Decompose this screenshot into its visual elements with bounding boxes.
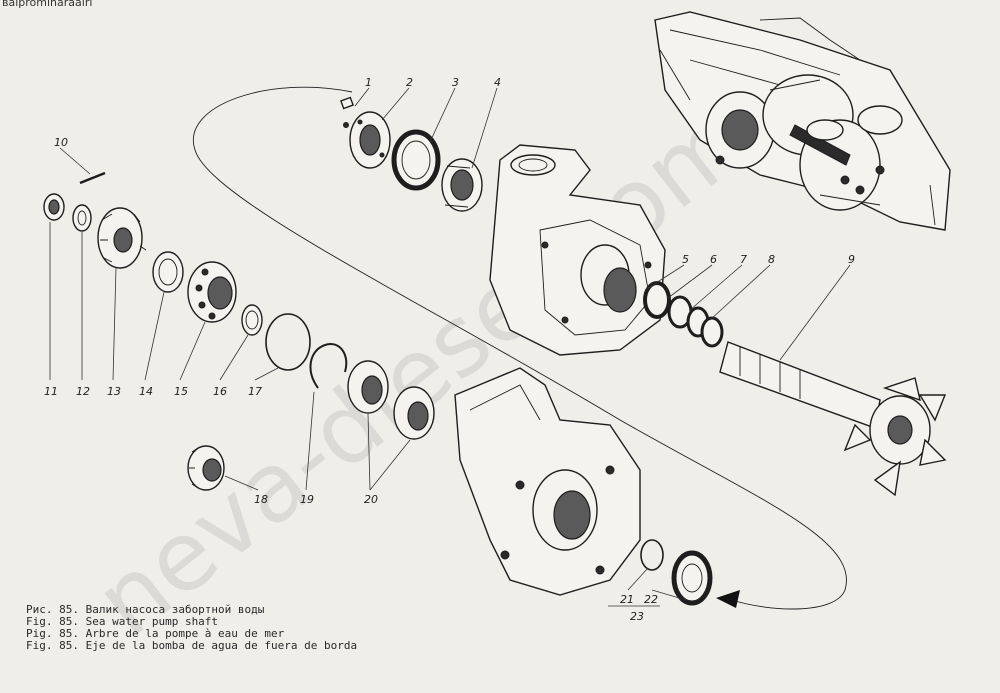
callout-19: 19	[300, 493, 314, 506]
leader-lines	[49, 87, 851, 607]
part-21-ring	[640, 539, 664, 571]
callout-18: 18	[254, 493, 268, 506]
callout-12: 12	[76, 385, 90, 398]
callout-6: 6	[710, 253, 717, 266]
callout-16: 16	[213, 385, 227, 398]
caption-line-es: Fig. 85. Eje de la bomba de agua de fuer…	[26, 639, 358, 652]
callout-14: 14	[139, 385, 153, 398]
part-3-seal-ring	[391, 129, 441, 191]
callout-17: 17	[248, 385, 262, 398]
assembly-loop-line	[192, 86, 847, 610]
callout-3: 3	[452, 76, 459, 89]
part-9-shaft-impeller	[719, 341, 947, 497]
part-2-flange-plate	[349, 111, 391, 169]
part-17-ring	[265, 313, 311, 371]
callout-13: 13	[107, 385, 121, 398]
part-12-washer	[72, 204, 92, 232]
callout-8: 8	[768, 253, 775, 266]
callout-15: 15	[174, 385, 188, 398]
callout-23: 23	[630, 610, 644, 623]
callout-11: 11	[44, 385, 58, 398]
callout-4: 4	[494, 76, 501, 89]
part-18-gear	[187, 445, 225, 491]
callout-2: 2	[406, 76, 413, 89]
part-16-spacer	[241, 304, 263, 336]
part-4-bearing	[441, 158, 483, 212]
callout-21: 21	[620, 593, 634, 606]
source-url-fragment: ваlprominaraalrl	[2, 0, 93, 9]
part-13-bevel-gear	[97, 207, 147, 269]
callout-10: 10	[54, 136, 68, 149]
callout-7: 7	[740, 253, 747, 266]
callout-20: 20	[364, 493, 378, 506]
caption-line-fr: Pig. 85. Arbre de la pompe à eau de mer	[26, 627, 285, 640]
callout-9: 9	[848, 253, 855, 266]
caption-line-en: Fig. 85. Sea water pump shaft	[26, 615, 219, 628]
assembly-arrowhead	[716, 590, 740, 608]
part-15-ball-bearing	[187, 261, 237, 323]
part-10-pin	[79, 171, 106, 185]
part-20-bearings	[347, 360, 435, 440]
part-19-retaining-ring	[309, 343, 348, 389]
caption-line-ru: Рис. 85. Валик насоса забортной воды	[26, 603, 265, 616]
parts-5-8-seal-rings	[643, 281, 724, 348]
part-11-castle-nut	[43, 193, 65, 221]
part-1-bolt	[340, 96, 354, 128]
callout-22: 22	[644, 593, 658, 606]
part-14-ring	[152, 251, 184, 293]
pump-assembly-on-bracket	[654, 11, 951, 231]
part-22-seal	[671, 550, 713, 606]
figure-caption: Рис. 85. Валик насоса забортной воды Fig…	[26, 604, 357, 652]
callout-5: 5	[682, 253, 689, 266]
callout-1: 1	[365, 76, 372, 89]
pump-housing-lower-cover	[454, 367, 641, 596]
pump-housing-upper	[489, 144, 666, 356]
